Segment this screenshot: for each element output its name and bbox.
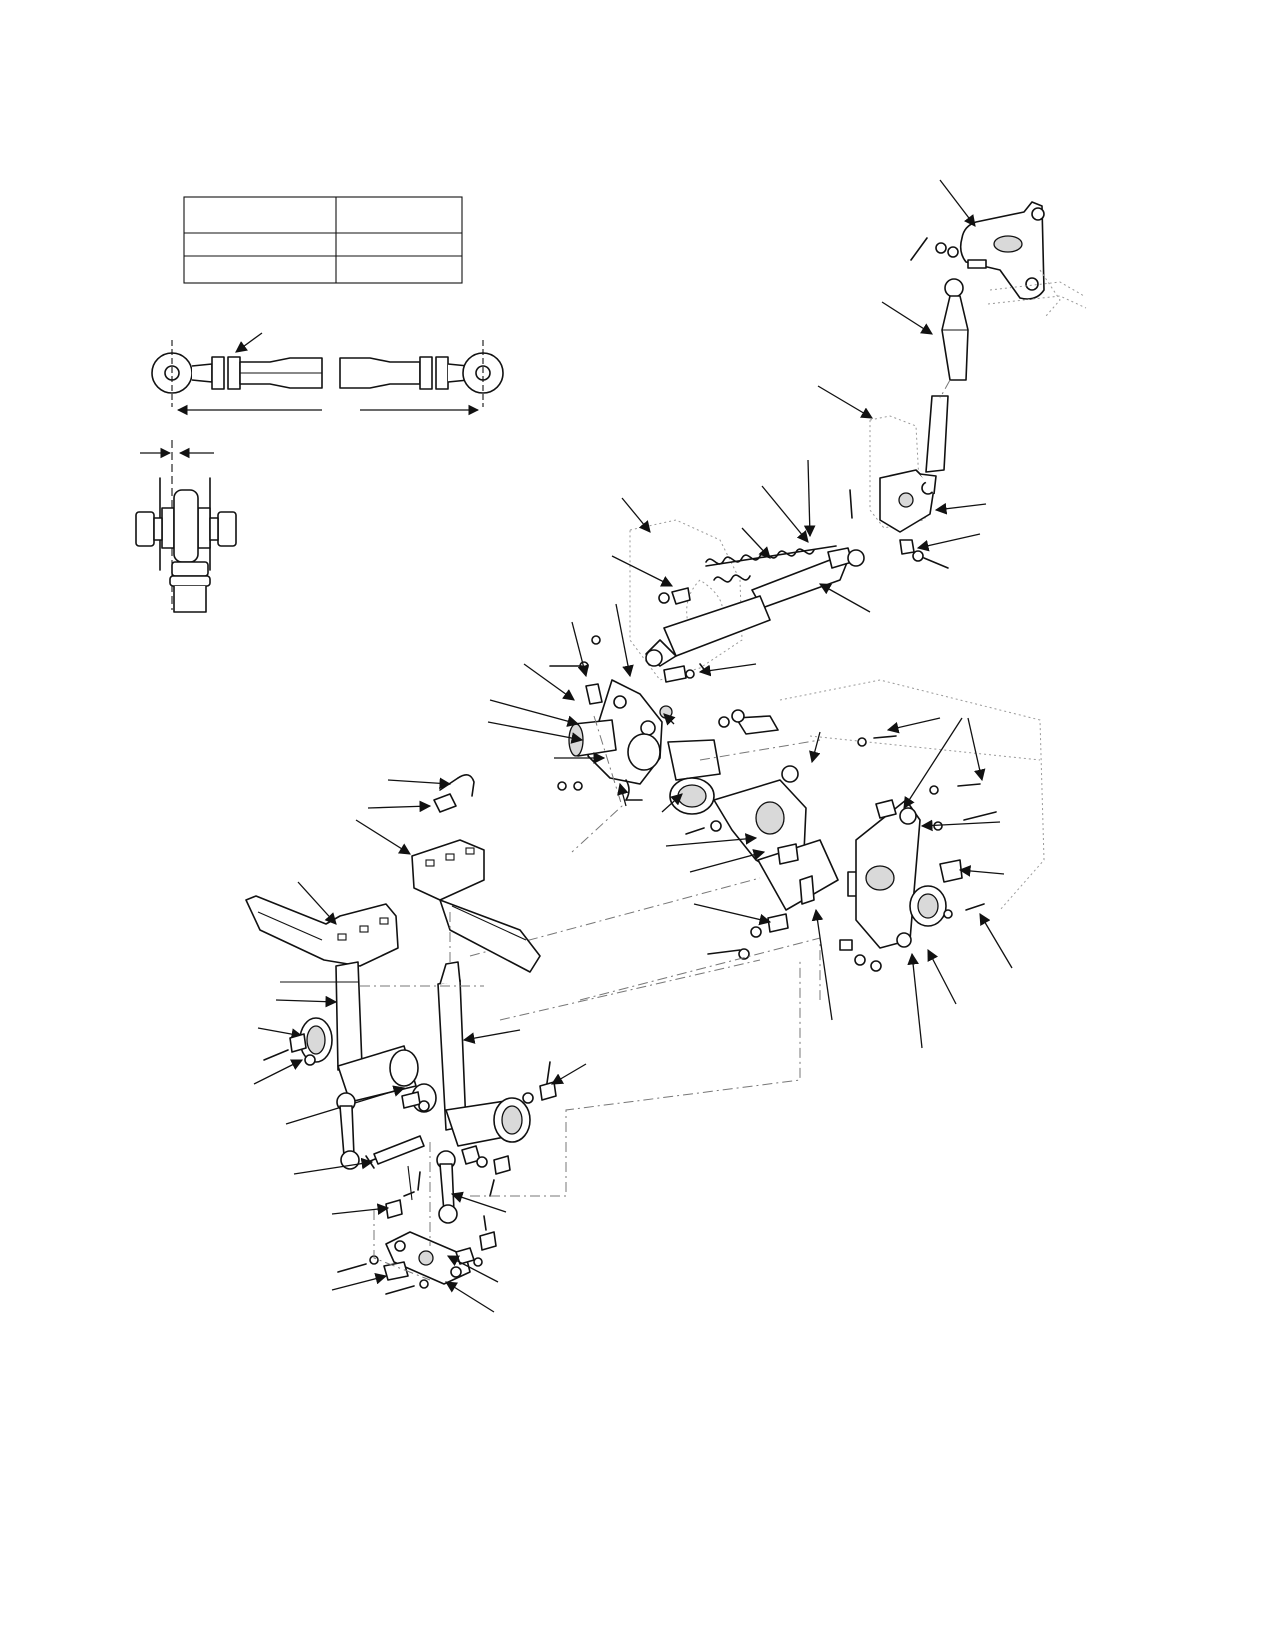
upper-bellcrank-assembly xyxy=(881,179,1087,473)
spring-damper-assembly xyxy=(611,459,871,683)
upper-crank-assembly xyxy=(487,603,821,853)
right-bracket-assembly xyxy=(469,679,1045,1049)
rod-detail xyxy=(151,332,504,416)
dimension-table xyxy=(183,196,463,284)
pedal-assembly xyxy=(245,774,801,1313)
upper-mount-bracket xyxy=(817,385,987,569)
clevis-detail xyxy=(135,440,237,613)
